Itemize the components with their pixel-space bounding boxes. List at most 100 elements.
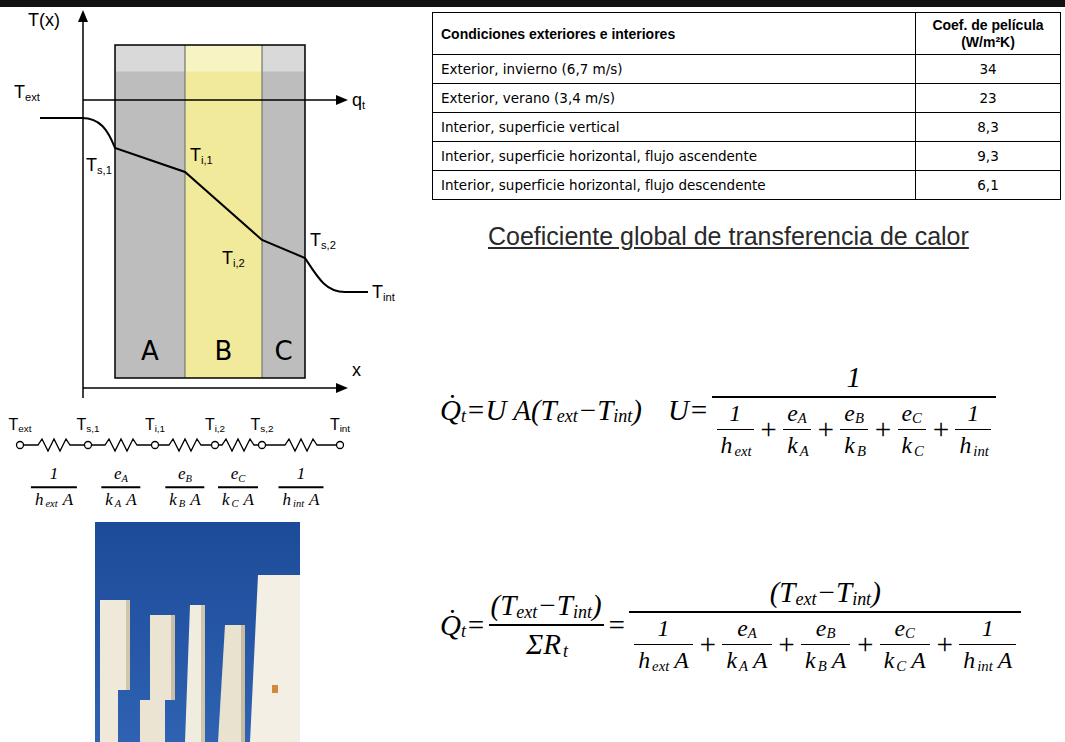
symbol-text: +: [871, 413, 895, 446]
symbol-text: e: [816, 615, 827, 642]
symbol-text: T: [251, 416, 261, 434]
numerator: eC: [229, 464, 248, 484]
symbol-text: −T: [816, 576, 852, 609]
subscript: C: [238, 473, 245, 484]
denominator: kA: [783, 432, 811, 459]
symbol-text: h: [961, 647, 977, 674]
denominator: ΣRt: [522, 628, 570, 661]
numerator: eA: [735, 615, 759, 642]
symbol-text: 1: [982, 615, 994, 642]
symbol-text: +: [933, 628, 957, 661]
numerator: eC: [900, 400, 924, 427]
symbol-text: k: [785, 432, 800, 459]
top-bar: [0, 0, 1065, 7]
fraction-bar: [629, 611, 1021, 613]
fraction: 1hextA: [634, 615, 693, 675]
fraction-bar: [840, 429, 868, 431]
subscript: s,2: [260, 423, 273, 434]
fraction-bar: [101, 486, 140, 488]
symbol-text: k: [167, 490, 179, 510]
symbol-text: +: [696, 628, 720, 661]
symbol-text: k: [803, 647, 818, 674]
fraction-bar: [722, 644, 771, 646]
symbol-text: A: [830, 647, 849, 674]
denominator: kCA: [218, 490, 258, 510]
symbol-text: ): [632, 394, 642, 427]
symbol-text: T: [14, 82, 25, 103]
wall-layer: B: [185, 45, 262, 378]
fraction-bar: [278, 486, 323, 488]
subscript: i,2: [233, 256, 245, 268]
table-cell: 23: [915, 83, 1061, 113]
symbol-text: ): [871, 576, 881, 609]
fraction: 11hext+eAkA+eBkB+eCkC+1hint: [712, 361, 996, 459]
symbol-text: e: [895, 615, 906, 642]
table-cell: Exterior, invierno (6,7 m/s): [432, 54, 916, 84]
numerator: 1: [295, 464, 308, 484]
equation: Q̇t=U A(Text−Tint)U=11hext+eAkA+eBkB+eCk…: [440, 361, 999, 459]
symbol-text: =: [607, 609, 627, 642]
symbol-text: 1: [50, 464, 59, 484]
table-cell: 8,3: [915, 112, 1061, 142]
subscript: ext: [25, 90, 40, 102]
subscript: A: [122, 473, 128, 484]
symbol-text: h: [280, 490, 293, 510]
table-cell: Exterior, verano (3,4 m/s): [432, 83, 916, 113]
table-cell: Interior, superficie horizontal, flujo d…: [432, 170, 916, 200]
symbol-text: A: [307, 490, 321, 510]
numerator: 1: [965, 400, 981, 427]
fraction-bar: [712, 396, 996, 398]
wall-layer: A: [115, 45, 185, 378]
network-node-label: Ts,1: [77, 416, 100, 434]
subscript: B: [179, 498, 185, 509]
table-value: 9,3: [977, 148, 998, 164]
subscript: B: [818, 658, 827, 675]
table-value: 34: [979, 61, 996, 77]
subscript: int: [383, 290, 395, 302]
subscript: C: [896, 658, 906, 675]
temperature-label: Tint: [372, 282, 395, 303]
table-value: Interior, superficie horizontal, flujo a…: [441, 148, 757, 164]
symbol-text: e: [231, 464, 239, 484]
numerator: (Text−Tint): [768, 576, 883, 609]
subscript: B: [826, 625, 835, 642]
symbol-text: h: [957, 432, 973, 459]
layer-name: C: [274, 336, 292, 366]
symbol-text: −T: [537, 589, 573, 622]
subscript: ext: [652, 658, 669, 675]
symbol-text: Q̇: [440, 394, 461, 427]
symbol-text: (T: [770, 576, 796, 609]
numerator: eB: [814, 615, 838, 642]
subscript: B: [857, 443, 866, 460]
fraction: eAkA: [783, 400, 811, 460]
denominator: kBA: [801, 647, 850, 674]
subscript: s,1: [97, 163, 112, 175]
fraction-bar: [218, 486, 258, 488]
symbol-text: T: [330, 416, 340, 434]
network-node-label: Tint: [330, 416, 350, 434]
network-node-label: Ti,2: [205, 416, 225, 434]
symbol-text: k: [882, 647, 897, 674]
symbol-text: T: [310, 230, 321, 251]
subscript: C: [905, 625, 915, 642]
resistance-label: eAkAA: [98, 464, 143, 510]
subscript: ext: [516, 602, 537, 623]
table-value: 6,1: [977, 177, 998, 193]
symbol-text: +: [814, 413, 838, 446]
denominator: kBA: [165, 490, 204, 510]
symbol-text: 1: [658, 615, 670, 642]
subscript: C: [232, 498, 239, 509]
temperature-label: Ts,2: [310, 230, 336, 251]
subscript: s,2: [321, 238, 336, 250]
symbol-text: +: [757, 413, 781, 446]
symbol-text: e: [787, 400, 798, 427]
table-value: Interior, superficie vertical: [441, 119, 619, 135]
denominator: kAA: [101, 490, 140, 510]
table-cell: 34: [915, 54, 1061, 84]
equation: Q̇t=(Text−Tint)ΣRt=(Text−Tint)1hextA+eAk…: [440, 576, 1024, 674]
fraction: 1hintA: [959, 615, 1016, 675]
temperature-label: Ts,1: [86, 155, 112, 176]
numerator: 1: [656, 615, 672, 642]
network-node-label: Ts,2: [251, 416, 274, 434]
